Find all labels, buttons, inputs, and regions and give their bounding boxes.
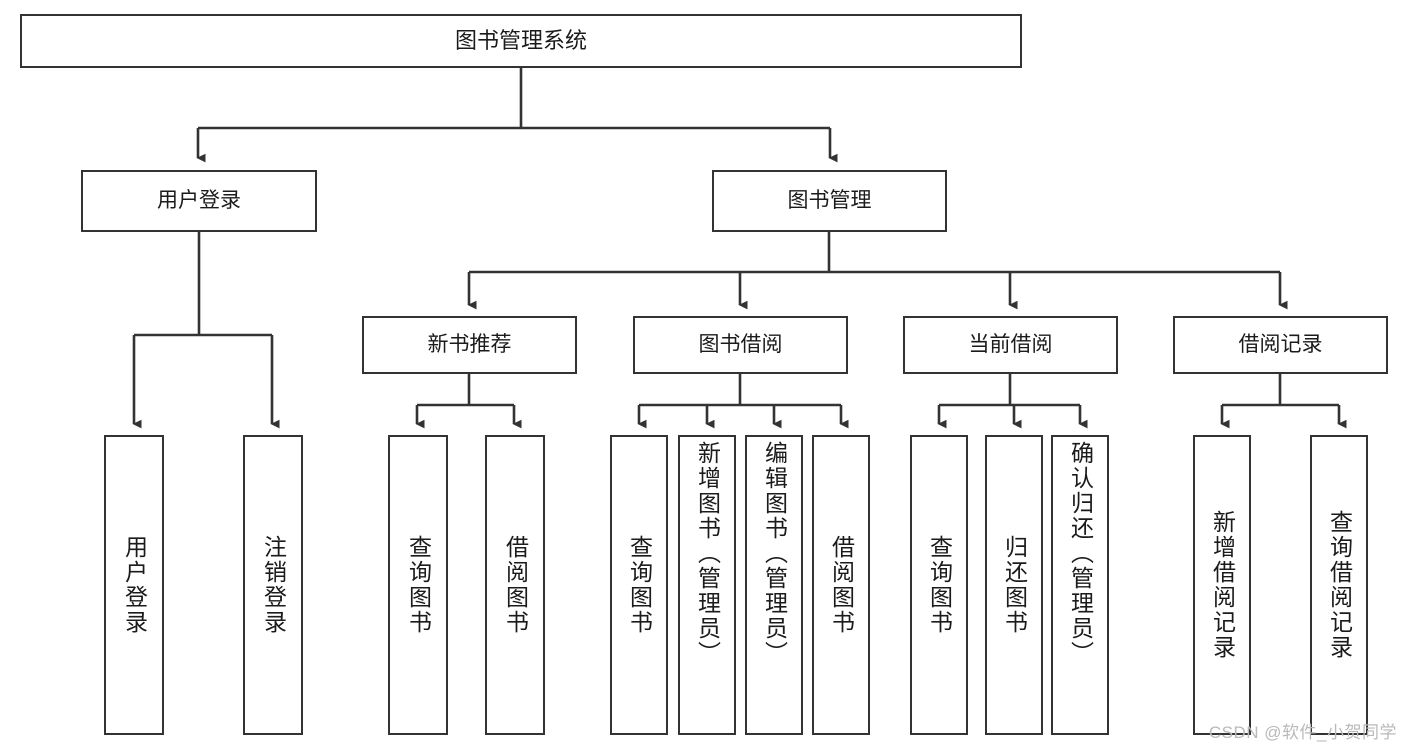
leaf-node-return-book[interactable]: 归还图书 (985, 435, 1043, 735)
leaf-node-edit-book-admin[interactable]: 编辑图书（管理员） (745, 435, 803, 735)
node-label: 新增借阅记录 (1209, 510, 1236, 660)
node-label: 新书推荐 (427, 332, 512, 356)
node-book-management[interactable]: 图书管理 (712, 170, 947, 232)
node-book-borrowing[interactable]: 图书借阅 (633, 316, 848, 374)
leaf-node-add-borrow-record[interactable]: 新增借阅记录 (1193, 435, 1251, 735)
leaf-node-query-book-new-book[interactable]: 查询图书 (388, 435, 448, 735)
leaf-node-logout[interactable]: 注销登录 (243, 435, 303, 735)
node-user-login[interactable]: 用户登录 (81, 170, 317, 232)
node-new-book-recommendation[interactable]: 新书推荐 (362, 316, 577, 374)
node-label: 确认归还（管理员） (1067, 441, 1094, 666)
node-label: 编辑图书（管理员） (761, 441, 788, 666)
node-label: 用户登录 (121, 535, 148, 635)
node-label: 归还图书 (1001, 535, 1028, 635)
node-label: 当前借阅 (968, 332, 1053, 356)
leaf-node-query-borrow-record[interactable]: 查询借阅记录 (1310, 435, 1368, 735)
node-label: 图书借阅 (698, 332, 783, 356)
leaf-node-query-book-current[interactable]: 查询图书 (910, 435, 968, 735)
node-label: 查询图书 (926, 535, 953, 635)
node-root-book-management-system[interactable]: 图书管理系统 (20, 14, 1022, 68)
node-label: 查询图书 (405, 535, 432, 635)
leaf-node-borrow-book-borrowing[interactable]: 借阅图书 (812, 435, 870, 735)
node-label: 查询借阅记录 (1326, 510, 1353, 660)
node-label: 借阅图书 (828, 535, 855, 635)
node-label: 借阅图书 (502, 535, 529, 635)
leaf-node-confirm-return-admin[interactable]: 确认归还（管理员） (1051, 435, 1109, 735)
node-label: 图书管理系统 (454, 28, 587, 54)
node-current-borrowing[interactable]: 当前借阅 (903, 316, 1118, 374)
csdn-watermark: CSDN @软件_小贺同学 (1208, 723, 1397, 742)
leaf-node-add-book-admin[interactable]: 新增图书（管理员） (678, 435, 736, 735)
node-label: 查询图书 (626, 535, 653, 635)
node-label: 图书管理 (787, 188, 872, 212)
leaf-node-user-login[interactable]: 用户登录 (104, 435, 164, 735)
node-borrowing-record[interactable]: 借阅记录 (1173, 316, 1388, 374)
leaf-node-borrow-book-new-book[interactable]: 借阅图书 (485, 435, 545, 735)
node-label: 注销登录 (260, 535, 287, 635)
leaf-node-query-book-borrowing[interactable]: 查询图书 (610, 435, 668, 735)
node-label: 借阅记录 (1238, 332, 1323, 356)
node-label: 新增图书（管理员） (694, 441, 721, 666)
node-label: 用户登录 (157, 188, 241, 212)
